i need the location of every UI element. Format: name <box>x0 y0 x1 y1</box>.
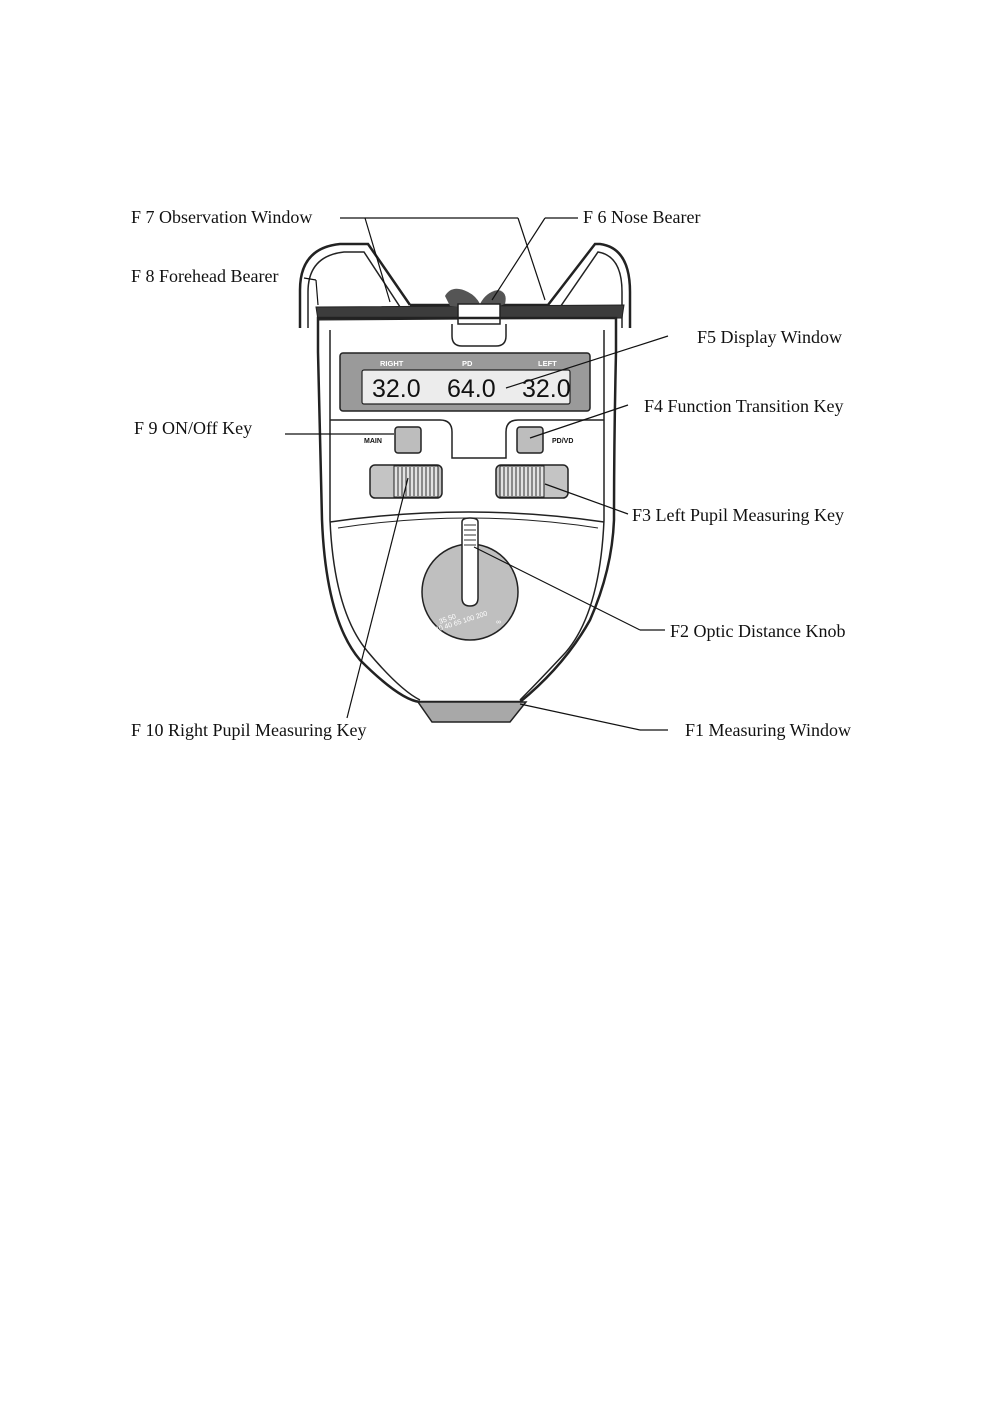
on-off-key[interactable]: MAIN <box>364 427 421 453</box>
optic-distance-knob[interactable]: 35 50 30 40 65 100 200 ∞ <box>422 518 518 640</box>
label-f1-measuring-window: F1 Measuring Window <box>685 720 851 740</box>
display-header-left: LEFT <box>538 359 557 368</box>
main-key-label: MAIN <box>364 438 382 445</box>
label-f2-optic-distance-knob: F2 Optic Distance Knob <box>670 621 845 641</box>
measuring-window <box>418 702 526 722</box>
device: RIGHT PD LEFT 32.0 64.0 32.0 MAIN PD/VD <box>300 244 630 722</box>
label-f6-nose-bearer: F 6 Nose Bearer <box>583 207 700 227</box>
display-value-pd: 64.0 <box>447 375 496 403</box>
label-f3-left-pupil-measuring-key: F3 Left Pupil Measuring Key <box>632 505 844 525</box>
pdvd-key-label: PD/VD <box>552 438 573 445</box>
label-f8-forehead-bearer: F 8 Forehead Bearer <box>131 266 278 286</box>
knob-scale-infinity: ∞ <box>496 619 501 626</box>
callout-labels: F 7 Observation Window F 6 Nose Bearer F… <box>131 207 851 740</box>
label-f7-observation-window: F 7 Observation Window <box>131 207 312 227</box>
display-header-right: RIGHT <box>380 359 404 368</box>
label-f10-right-pupil-measuring-key: F 10 Right Pupil Measuring Key <box>131 720 367 740</box>
display-header-pd: PD <box>462 359 473 368</box>
display-window: RIGHT PD LEFT 32.0 64.0 32.0 <box>340 353 590 411</box>
display-value-left: 32.0 <box>522 375 571 403</box>
leader-lines <box>285 218 668 730</box>
left-pupil-measuring-key[interactable] <box>496 465 568 498</box>
label-f4-function-transition-key: F4 Function Transition Key <box>644 396 844 416</box>
label-f9-on-off-key: F 9 ON/Off Key <box>134 418 252 438</box>
display-value-right: 32.0 <box>372 375 421 403</box>
function-transition-key[interactable]: PD/VD <box>517 427 573 453</box>
label-f5-display-window: F5 Display Window <box>697 327 842 347</box>
right-pupil-measuring-key[interactable] <box>370 465 442 498</box>
